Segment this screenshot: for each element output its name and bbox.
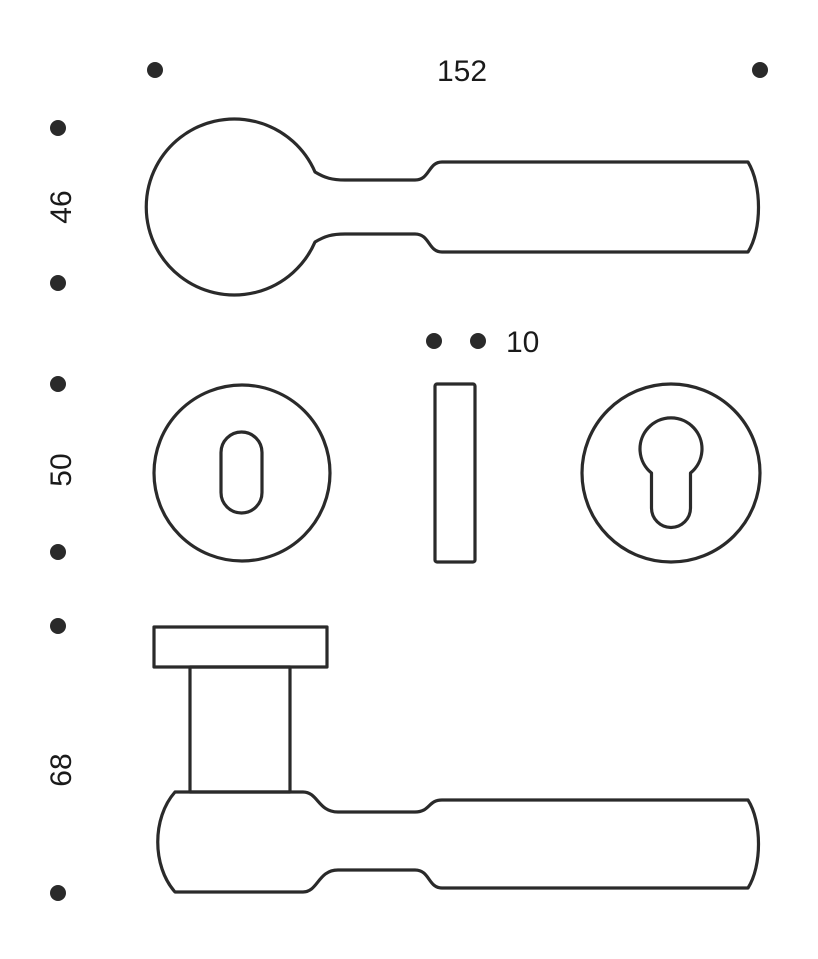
label-68: 68 (45, 753, 78, 786)
dimension-total-length: 152 (147, 55, 768, 88)
label-46: 46 (45, 190, 78, 223)
label-10: 10 (506, 326, 539, 359)
keyhole-oval (219, 430, 264, 515)
dimension-dot (470, 333, 486, 349)
label-152: 152 (437, 55, 487, 88)
dimension-dot (50, 544, 66, 560)
side-rosette (152, 625, 329, 669)
dimension-dot (50, 275, 66, 291)
side-neck (188, 665, 292, 794)
dimension-dot (426, 333, 442, 349)
label-50: 50 (45, 453, 78, 486)
dimension-handle-height: 46 (45, 120, 78, 291)
dimension-rosette-thickness: 10 (426, 326, 539, 359)
rosette-euro-cylinder (580, 382, 762, 564)
euro-cylinder-hole (638, 416, 704, 530)
dimension-dot (147, 62, 163, 78)
dimension-dot (50, 885, 66, 901)
dimension-dot (50, 618, 66, 634)
dimension-dot (50, 376, 66, 392)
dimension-rosette-diameter: 50 (45, 376, 78, 560)
handle-top-view (144, 117, 761, 297)
rosette-side-view (433, 382, 477, 564)
dimension-projection: 68 (45, 618, 78, 901)
dimension-dot (752, 62, 768, 78)
rosette-keyhole (152, 383, 332, 563)
handle-side-view (156, 790, 761, 894)
dimension-dot (50, 120, 66, 136)
